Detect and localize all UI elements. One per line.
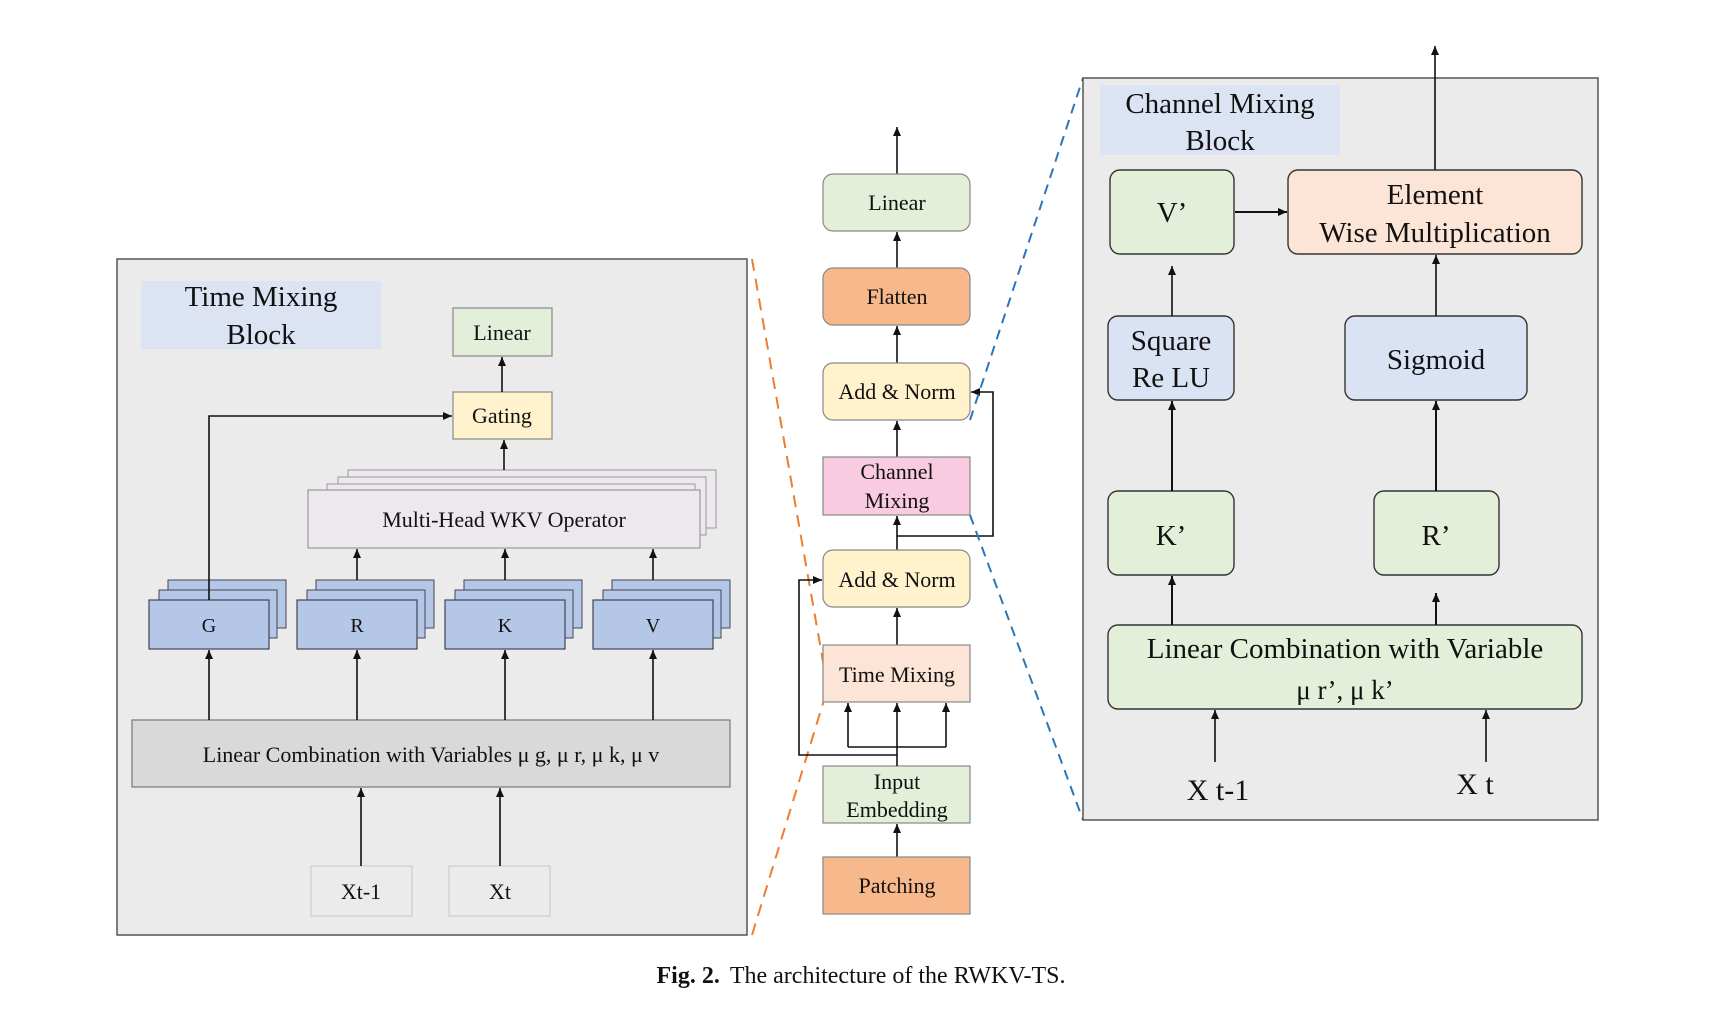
cm-element-wise-label-line2: Wise Multiplication (1319, 217, 1551, 249)
cm-v-prime-box (1109, 169, 1235, 255)
main-input-embedding-box (822, 765, 971, 824)
main-linear-box (822, 173, 971, 232)
cm-element-wise-label-line1: Element (1387, 179, 1484, 211)
channel-mixing-title-line1: Channel Mixing (1125, 88, 1314, 120)
cm-xt-label: X t (1456, 768, 1494, 801)
tm-r-label: R (350, 615, 364, 637)
main-patching-box (822, 856, 971, 915)
tm-gating-label: Gating (472, 403, 532, 428)
cm-k-prime-label: K’ (1156, 520, 1187, 552)
cm-linear-combination-label-line2: μ r’, μ k’ (1296, 675, 1393, 705)
time-mixing-title-line2: Block (226, 319, 296, 351)
tm-v-block (592, 599, 714, 650)
main-input-embedding-label-line2: Embedding (846, 797, 947, 822)
cm-square-relu-label-line2: Re LU (1132, 362, 1210, 394)
main-add-norm-top-label: Add & Norm (838, 379, 955, 404)
tm-g-label: G (202, 615, 216, 637)
cm-square-relu-box (1107, 315, 1235, 401)
time-mixing-panel: Time Mixing Block Linear Gating Multi-He… (116, 258, 748, 936)
tm-linear-combination-box (131, 719, 731, 788)
tm-linear-label: Linear (473, 320, 531, 345)
cm-r-prime-label: R’ (1422, 520, 1451, 552)
main-linear-label: Linear (868, 190, 926, 215)
tm-linear-combination-label: Linear Combination with Variables μ g, μ… (203, 742, 660, 767)
cm-v-prime-label: V’ (1157, 197, 1188, 229)
main-input-embedding-label-line1: Input (874, 769, 920, 794)
cm-square-relu-label-line1: Square (1131, 325, 1212, 357)
main-stack: Linear Flatten Add & Norm Channel Mixing… (798, 127, 994, 915)
figure-caption: Fig. 2. The architecture of the RWKV-TS. (0, 963, 1722, 990)
tm-v-label: V (646, 615, 661, 637)
figure-caption-text: The architecture of the RWKV-TS. (729, 963, 1066, 989)
main-flatten-box (822, 267, 971, 326)
main-add-norm-top-box (822, 362, 971, 421)
tm-k-label: K (498, 615, 513, 637)
tm-k-block (444, 599, 566, 650)
cm-linear-combination-label-line1: Linear Combination with Variable (1147, 633, 1544, 665)
main-time-mixing-box (822, 644, 971, 703)
cm-element-wise-box (1287, 169, 1583, 255)
tm-wkv-operator-label: Multi-Head WKV Operator (382, 507, 626, 532)
tm-xt-1-label: Xt-1 (341, 879, 381, 904)
main-channel-mixing-box (822, 456, 971, 516)
tm-r-block (296, 599, 418, 650)
main-add-norm-bottom-label: Add & Norm (838, 567, 955, 592)
channel-mixing-panel: Channel Mixing Block V’ Element Wise Mul… (1082, 46, 1599, 821)
tm-xt-box (448, 865, 551, 917)
main-channel-mixing-label-line1: Channel (860, 459, 933, 484)
main-channel-mixing-label-line2: Mixing (865, 488, 930, 513)
cm-linear-combination-box (1107, 624, 1583, 710)
main-time-mixing-label: Time Mixing (839, 662, 955, 687)
figure-caption-label: Fig. 2. (656, 963, 720, 989)
main-patching-label: Patching (859, 873, 936, 898)
time-mixing-title-line1: Time Mixing (185, 281, 338, 313)
main-add-norm-bottom-box (822, 549, 971, 608)
cm-sigmoid-label: Sigmoid (1387, 344, 1486, 376)
tm-linear-box (452, 307, 553, 357)
tm-gating-box (452, 391, 553, 440)
main-flatten-label: Flatten (866, 284, 927, 309)
tm-xt-label: Xt (489, 879, 511, 904)
tm-wkv-operator-box (307, 489, 701, 549)
cm-xt-1-label: X t-1 (1187, 774, 1250, 807)
channel-mixing-title-line2: Block (1185, 125, 1255, 157)
